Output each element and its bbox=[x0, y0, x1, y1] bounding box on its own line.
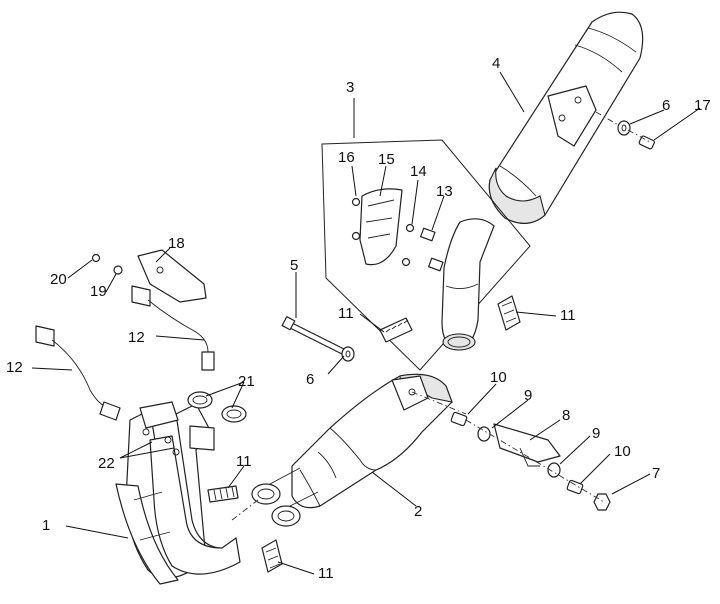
callout-9-upper: 9 bbox=[524, 387, 532, 404]
callout-19: 19 bbox=[90, 283, 107, 300]
part-link-pipe bbox=[441, 218, 495, 351]
callout-3: 3 bbox=[346, 79, 354, 96]
part-washers-9 bbox=[477, 426, 561, 478]
part-heat-shield bbox=[359, 188, 403, 266]
part-screws-16 bbox=[351, 197, 361, 241]
callout-14: 14 bbox=[410, 163, 427, 180]
part-header-pipes bbox=[115, 401, 241, 585]
callout-5: 5 bbox=[290, 257, 298, 274]
callout-17: 17 bbox=[694, 97, 711, 114]
part-spring-bottom bbox=[261, 539, 283, 573]
callout-11-center: 11 bbox=[338, 305, 354, 322]
callout-10-lower: 10 bbox=[614, 443, 631, 460]
callout-12-upper: 12 bbox=[128, 329, 145, 346]
callout-9-lower: 9 bbox=[592, 425, 600, 442]
part-mount-bracket bbox=[493, 423, 561, 467]
callout-11-bottom: 11 bbox=[318, 565, 334, 582]
part-lambda-sensor-upper bbox=[131, 285, 215, 371]
callout-18: 18 bbox=[168, 235, 185, 252]
part-nut-19 bbox=[113, 265, 123, 275]
callout-labels: 1 2 3 4 5 6 6 7 8 9 9 10 10 11 11 11 11 … bbox=[6, 55, 711, 582]
part-silencer bbox=[488, 11, 644, 224]
callout-4: 4 bbox=[492, 55, 500, 72]
callout-6-middle: 6 bbox=[306, 371, 314, 388]
part-long-bolt bbox=[281, 316, 347, 356]
part-clamp-13 bbox=[420, 227, 444, 272]
callout-10-upper: 10 bbox=[490, 369, 507, 386]
callout-20: 20 bbox=[50, 271, 67, 288]
callout-6-upper: 6 bbox=[662, 97, 670, 114]
part-lambda-sensor-lower bbox=[35, 325, 121, 421]
callout-15: 15 bbox=[378, 151, 395, 168]
callout-8: 8 bbox=[562, 407, 570, 424]
callout-2: 2 bbox=[414, 503, 422, 520]
callout-13: 13 bbox=[436, 183, 453, 200]
part-bolt-upper bbox=[627, 129, 655, 150]
callout-11-right: 11 bbox=[560, 307, 576, 324]
callout-22: 22 bbox=[98, 455, 115, 472]
callout-21: 21 bbox=[238, 373, 255, 390]
part-collector bbox=[251, 373, 467, 527]
callout-11-lower: 11 bbox=[236, 453, 252, 470]
leader-lines bbox=[31, 71, 701, 575]
part-washer-upper bbox=[617, 120, 631, 136]
part-sensor-bracket bbox=[137, 249, 207, 303]
part-spring-center bbox=[379, 317, 413, 343]
callout-1: 1 bbox=[42, 517, 50, 534]
part-washers-14 bbox=[401, 223, 415, 267]
part-spring-lower bbox=[207, 485, 239, 503]
part-spring-right bbox=[497, 295, 521, 331]
part-screw-20 bbox=[91, 253, 101, 263]
part-bolts-10 bbox=[450, 411, 584, 495]
part-nut-7 bbox=[593, 493, 611, 511]
callout-16: 16 bbox=[338, 149, 355, 166]
part-washer-middle bbox=[341, 346, 355, 362]
callout-7: 7 bbox=[652, 465, 660, 482]
callout-12-lower: 12 bbox=[6, 359, 23, 376]
